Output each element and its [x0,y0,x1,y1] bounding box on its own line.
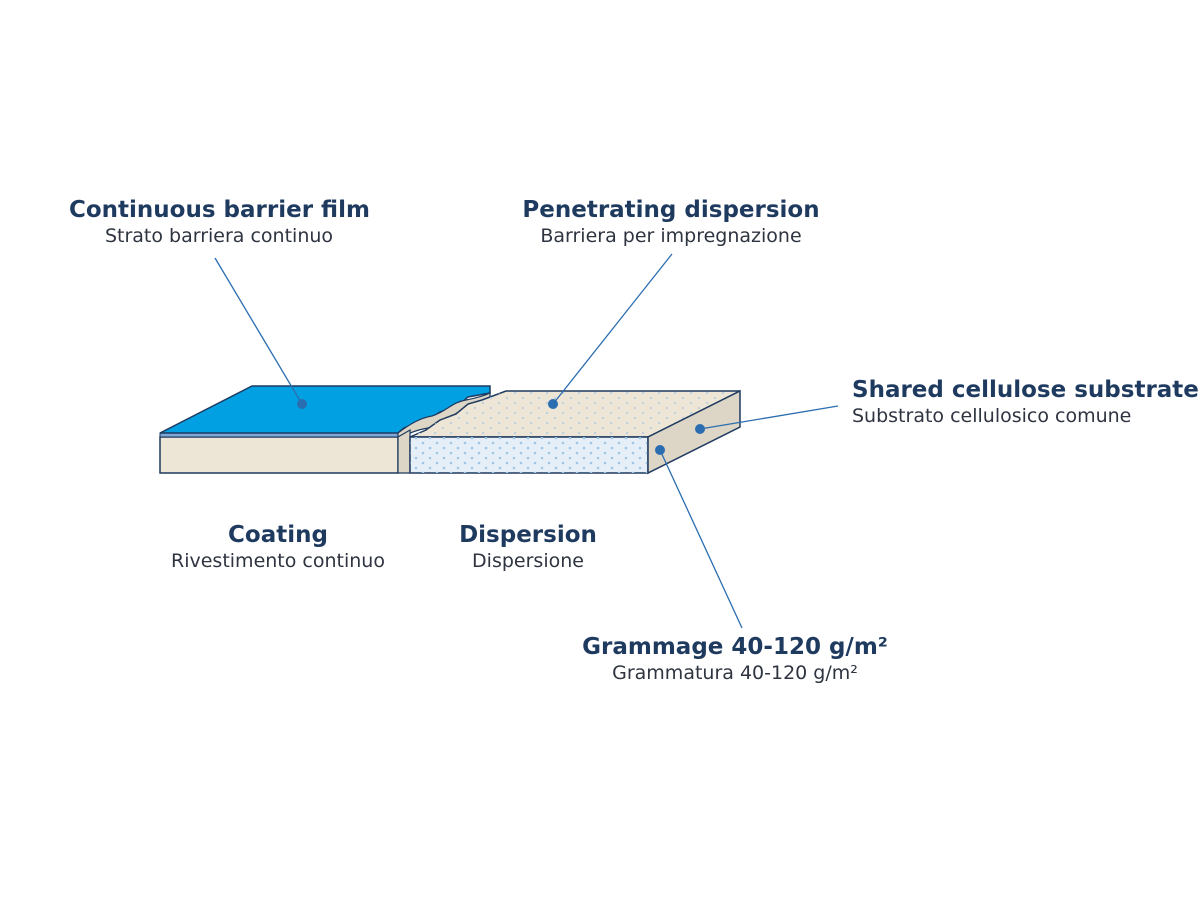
label-title: Penetrating dispersion [522,197,820,223]
label-title: Grammage 40-120 g/m² [582,634,888,660]
dispersion-block [409,389,741,475]
markers [297,399,705,455]
label-grammage: Grammage 40-120 g/m² Grammatura 40-120 g… [580,633,890,685]
label-subtitle: Dispersione [472,550,584,572]
marker-substrate [695,424,705,434]
leader-lines [214,253,839,629]
label-title: Continuous barrier film [69,197,370,223]
label-subtitle: Barriera per impregnazione [540,225,802,247]
leader-grammage [659,449,743,629]
label-subtitle: Grammatura 40-120 g/m² [612,662,858,684]
label-subtitle: Rivestimento continuo [171,550,385,572]
label-subtitle: Substrato cellulosico comune [852,405,1132,427]
dispersion-side-face [647,389,741,475]
label-title: Coating [228,522,328,548]
coating-block [159,385,491,474]
label-penetrating-dispersion: Penetrating dispersion Barriera per impr… [516,196,826,248]
marker-film [297,399,307,409]
label-coating: Coating Rivestimento continuo [158,521,398,573]
coating-substrate-front [159,436,399,474]
marker-grammage [655,445,665,455]
label-dispersion: Dispersion Dispersione [438,521,618,573]
label-subtitle: Strato barriera continuo [104,225,334,247]
coating-left-edge [397,428,411,474]
label-title: Shared cellulose substrate [852,377,1199,403]
dispersion-top-dots [410,391,740,437]
label-continuous-barrier-film: Continuous barrier film Strato barriera … [69,196,370,248]
label-title: Dispersion [459,522,597,548]
leader-film [214,257,303,405]
leader-penetrating [552,253,673,405]
label-shared-cellulose-substrate: Shared cellulose substrate Substrato cel… [852,376,1199,428]
marker-penetrating [548,399,558,409]
leader-substrate [699,405,839,430]
dispersion-front-dots [410,437,648,473]
